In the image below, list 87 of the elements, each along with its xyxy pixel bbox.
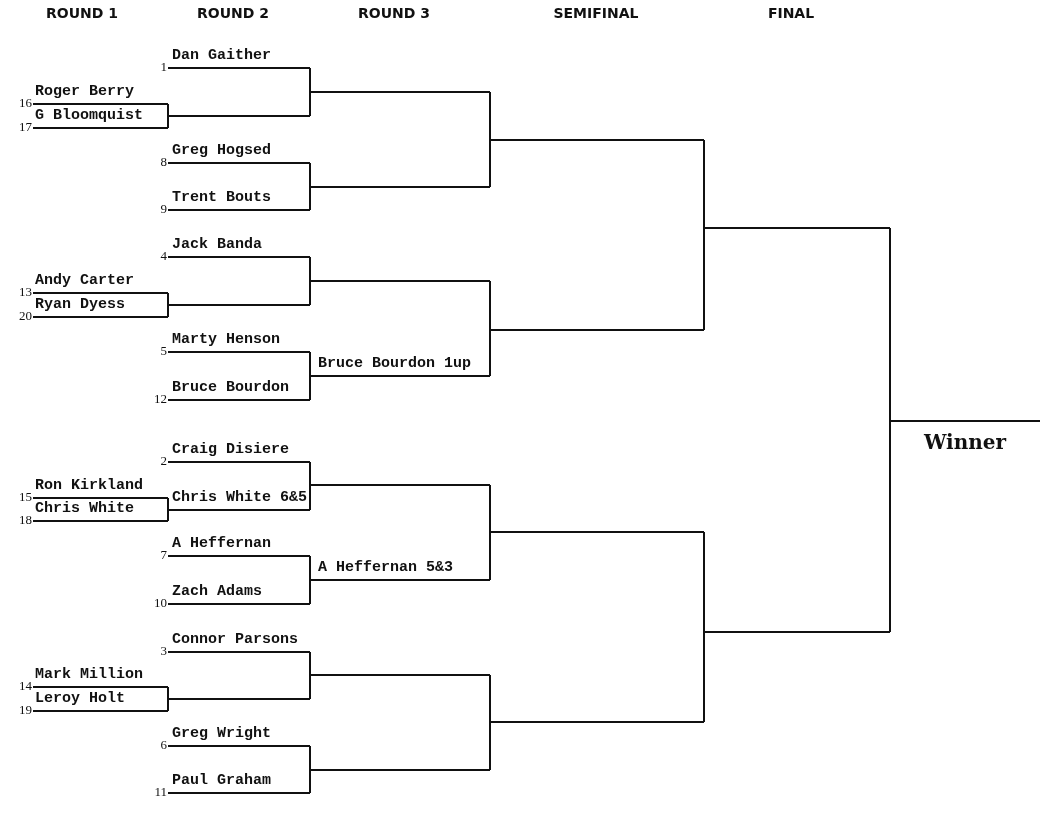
bracket-connector <box>309 67 311 93</box>
winner-line: Winner <box>890 420 1040 460</box>
bracket-connector <box>703 227 705 331</box>
bracket-slot: Greg Hogsed <box>168 142 310 164</box>
bracket-connector <box>309 91 311 117</box>
bracket-connector <box>167 292 169 306</box>
bracket-connector <box>309 579 311 605</box>
bracket-connector <box>309 745 311 771</box>
bracket-connector <box>489 280 491 331</box>
bracket-connector <box>309 484 311 511</box>
bracket-connector <box>703 631 705 723</box>
bracket-connector <box>309 162 311 188</box>
bracket-connector <box>489 329 491 377</box>
round-heading: ROUND 3 <box>357 5 431 21</box>
seed-number: 3 <box>159 644 167 658</box>
bracket-connector <box>309 555 311 581</box>
bracket-connector <box>309 186 311 211</box>
bracket-connector <box>309 375 311 401</box>
bracket-connector <box>889 420 891 633</box>
bracket-slot: Andy Carter <box>33 272 168 294</box>
seed-number: 8 <box>159 155 167 169</box>
bracket-connector <box>489 91 491 141</box>
bracket-slot: A Heffernan 5&3 <box>310 559 490 581</box>
seed-number: 19 <box>18 703 32 717</box>
bracket-slot: Ryan Dyess <box>33 296 168 318</box>
bracket-connector <box>703 531 705 633</box>
seed-number: 14 <box>18 679 32 693</box>
bracket-slot: Jack Banda <box>168 236 310 258</box>
bracket-slot: Bruce Bourdon 1up <box>310 355 490 377</box>
bracket-connector <box>489 531 491 581</box>
bracket-connector <box>167 115 169 129</box>
seed-number: 2 <box>159 454 167 468</box>
bracket-connector <box>167 304 169 318</box>
bracket-slot: Connor Parsons <box>168 631 310 653</box>
seed-number: 10 <box>153 596 167 610</box>
bracket-slot: Paul Graham <box>168 772 310 794</box>
seed-number: 7 <box>159 548 167 562</box>
bracket-connector <box>489 674 491 723</box>
bracket-connector <box>309 769 311 794</box>
round-heading: FINAL <box>766 5 816 21</box>
bracket-slot: Leroy Holt <box>33 690 168 712</box>
bracket-slot: Ron Kirkland <box>33 477 168 499</box>
bracket-connector <box>489 721 491 771</box>
seed-number: 15 <box>18 490 32 504</box>
bracket-slot: Dan Gaither <box>168 47 310 69</box>
bracket-connector <box>167 497 169 511</box>
bracket-connector <box>167 509 169 522</box>
bracket-connector <box>309 674 311 700</box>
bracket-slot: Zach Adams <box>168 583 310 605</box>
bracket-connector <box>489 139 491 188</box>
bracket-slot: Marty Henson <box>168 331 310 353</box>
round-heading: SEMIFINAL <box>552 5 640 21</box>
seed-number: 1 <box>159 60 167 74</box>
bracket-connector <box>167 103 169 117</box>
seed-number: 6 <box>159 738 167 752</box>
seed-number: 5 <box>159 344 167 358</box>
bracket-slot: G Bloomquist <box>33 107 168 129</box>
seed-number: 17 <box>18 120 32 134</box>
bracket-connector <box>489 484 491 533</box>
bracket-slot: Chris White 6&5 <box>168 489 310 511</box>
bracket-slot: Craig Disiere <box>168 441 310 463</box>
bracket-connector <box>309 280 311 306</box>
bracket-connector <box>309 461 311 486</box>
bracket-connector <box>309 651 311 676</box>
bracket-connector <box>167 698 169 712</box>
bracket-slot: Bruce Bourdon <box>168 379 310 401</box>
seed-number: 18 <box>18 513 32 527</box>
bracket-slot: Roger Berry <box>33 83 168 105</box>
bracket-slot: Mark Million <box>33 666 168 688</box>
bracket-slot: Chris White <box>33 500 168 522</box>
seed-number: 12 <box>153 392 167 406</box>
bracket-connector <box>703 139 705 229</box>
bracket-connector <box>889 227 891 422</box>
bracket-connector <box>309 256 311 282</box>
round-heading: ROUND 2 <box>196 5 270 21</box>
bracket-slot: Greg Wright <box>168 725 310 747</box>
bracket-slot: A Heffernan <box>168 535 310 557</box>
bracket-connector <box>309 351 311 377</box>
seed-number: 4 <box>159 249 167 263</box>
bracket-connector <box>167 686 169 700</box>
round-heading: ROUND 1 <box>45 5 119 21</box>
bracket-slot: Trent Bouts <box>168 189 310 211</box>
seed-number: 11 <box>153 785 167 799</box>
seed-number: 20 <box>18 309 32 323</box>
seed-number: 16 <box>18 96 32 110</box>
seed-number: 13 <box>18 285 32 299</box>
seed-number: 9 <box>159 202 167 216</box>
